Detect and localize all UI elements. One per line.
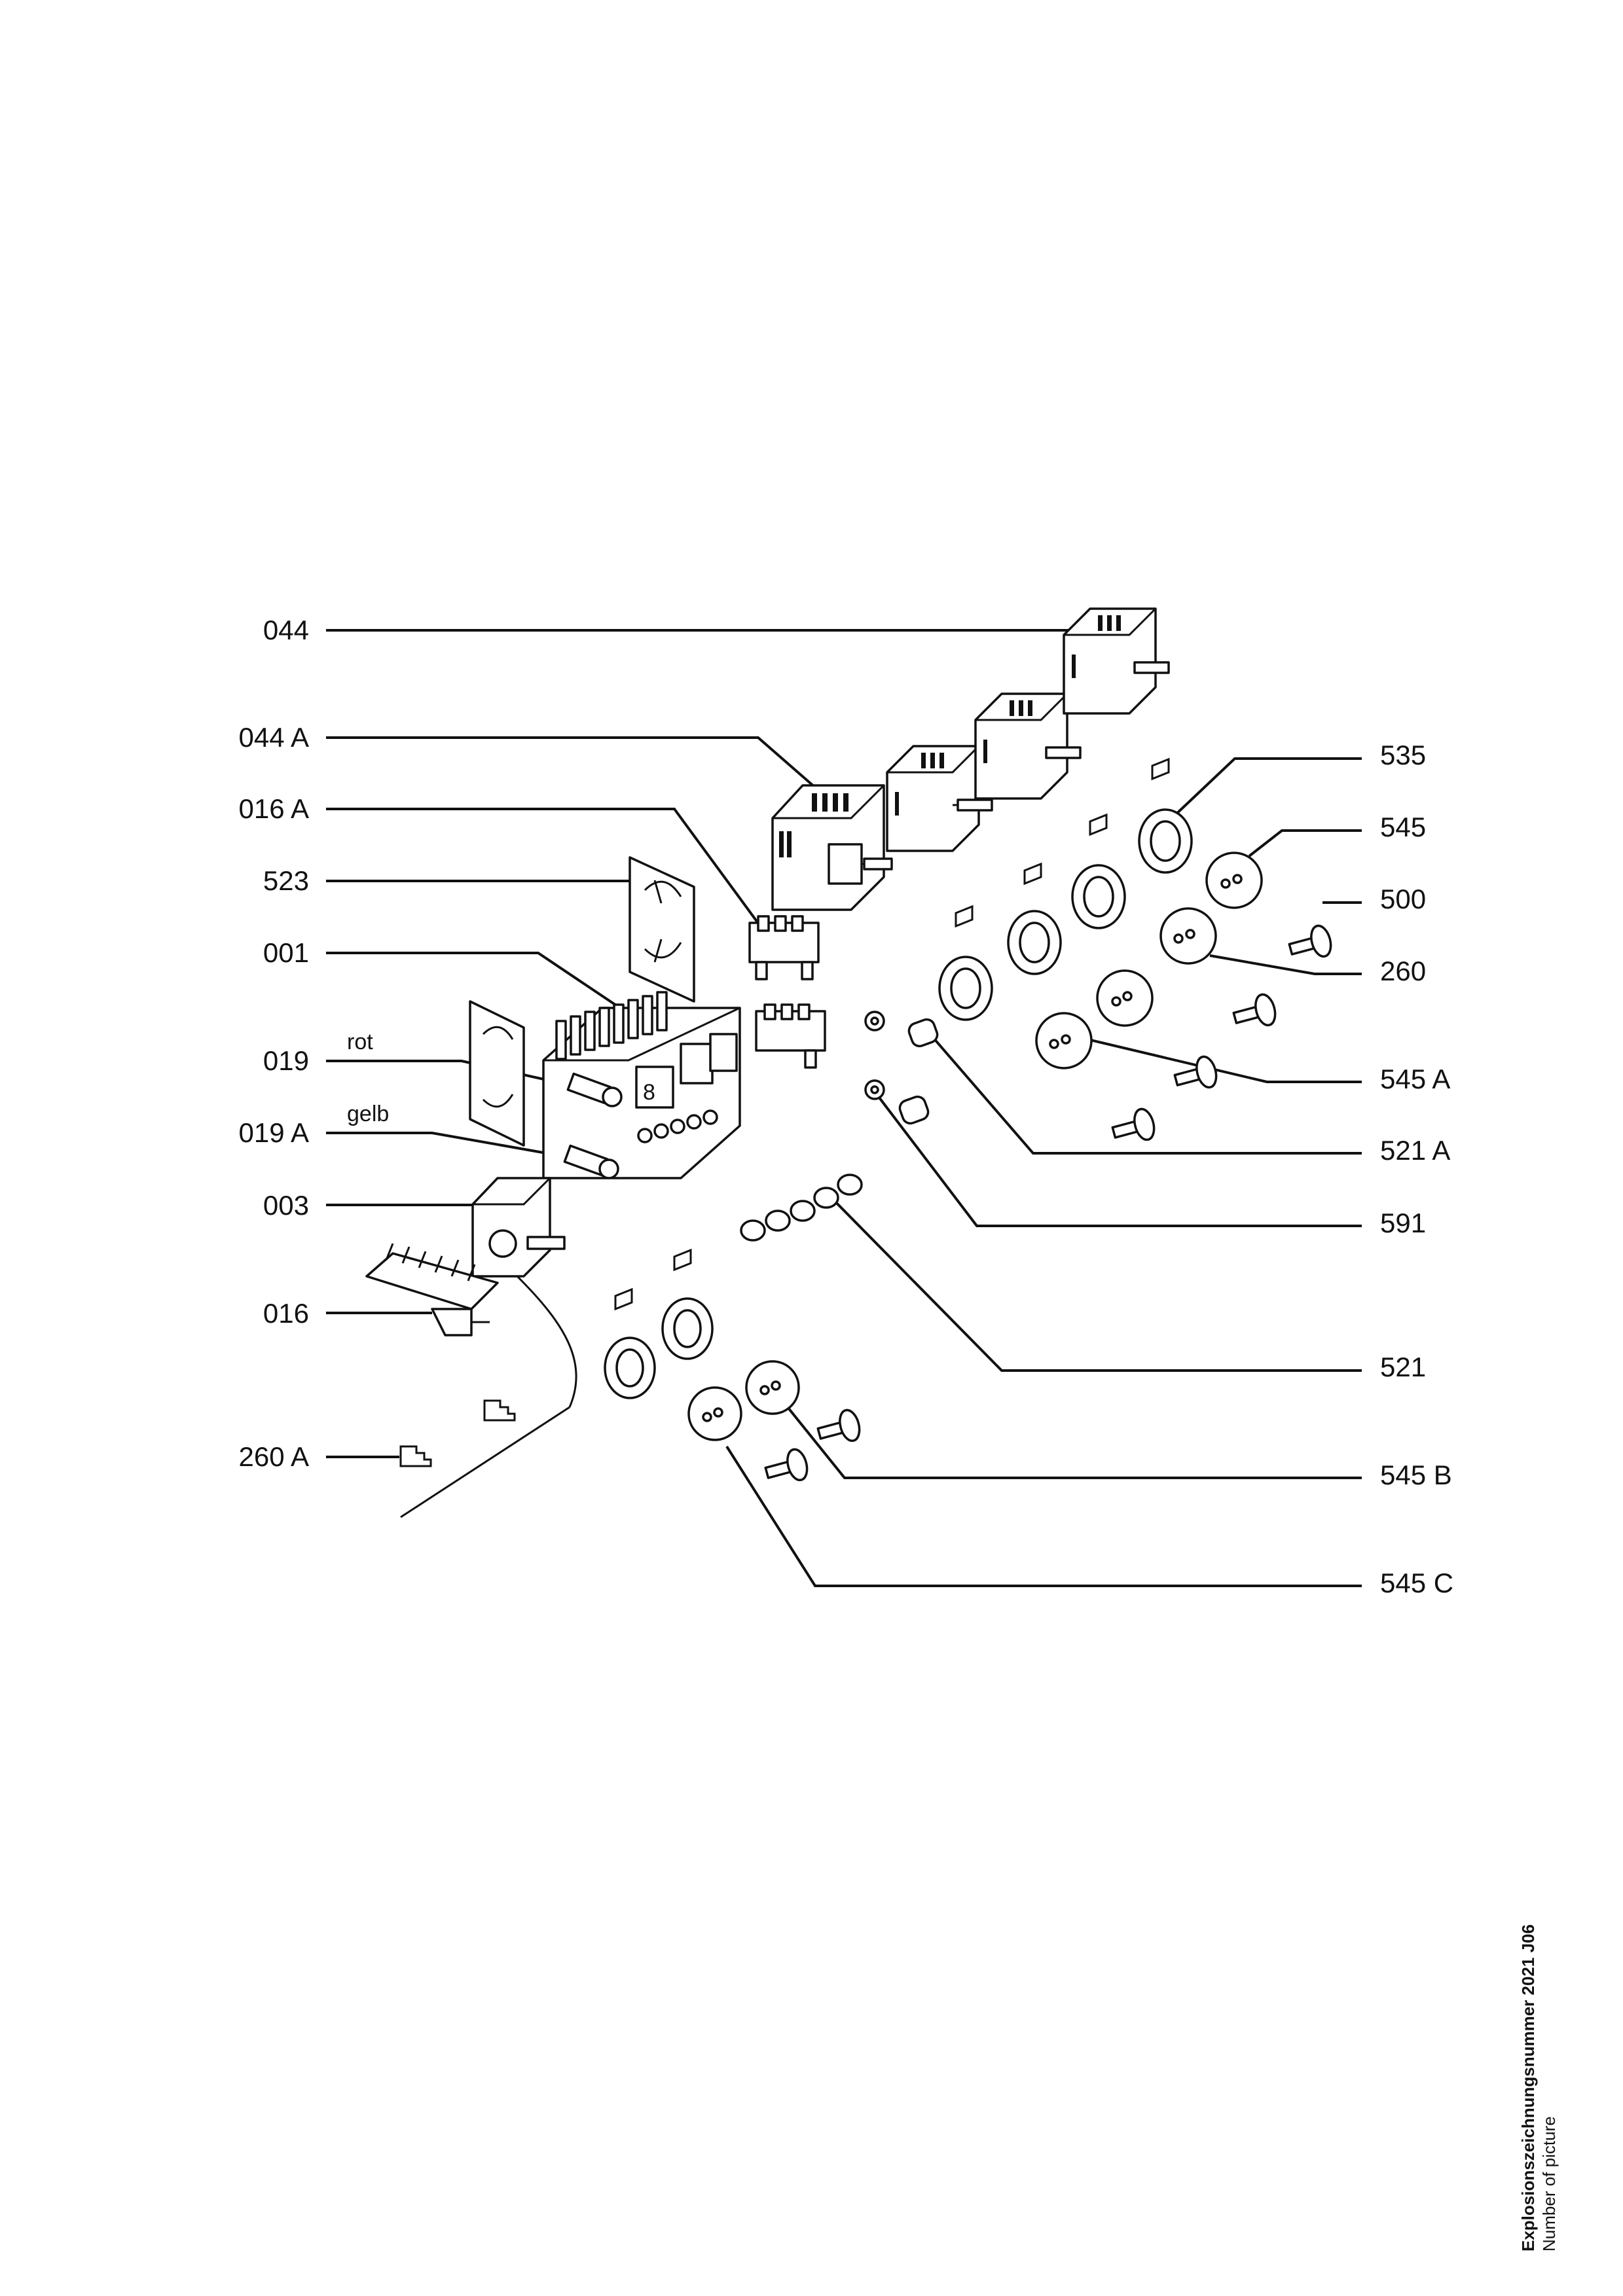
label-535: 535 — [1380, 740, 1426, 770]
label-rot: rot — [347, 1030, 373, 1054]
label-545a: 545 A — [1380, 1064, 1450, 1094]
part-001-clock-unit: 8 — [542, 991, 741, 1179]
label-044a: 044 A — [239, 722, 309, 753]
leader-521 — [824, 1190, 1362, 1372]
leader-545a — [1073, 1035, 1362, 1083]
label-016a: 016 A — [239, 793, 309, 824]
part-545-knob-faces-upper — [1035, 852, 1263, 1069]
leader-545c — [725, 1445, 1362, 1587]
label-001: 001 — [263, 937, 309, 968]
part-535-brackets-upper — [938, 757, 1193, 1021]
picture-number-title: Explosionszeichnungsnummer 2021 J06 — [1518, 1924, 1538, 2251]
part-044-regulators — [886, 607, 1170, 852]
part-521-buttons — [740, 1174, 863, 1242]
label-545b: 545 B — [1380, 1460, 1452, 1490]
part-044a-regulator — [771, 784, 893, 911]
leader-591 — [869, 1085, 1362, 1227]
label-260a: 260 A — [239, 1441, 309, 1472]
leader-545b — [781, 1399, 1362, 1479]
leader-001 — [326, 952, 631, 1016]
picture-number-footer: Explosionszeichnungsnummer 2021 J06 Numb… — [1518, 1924, 1559, 2251]
left-labels: 044 044 A 016 A 523 001 019 019 A 003 01… — [239, 615, 390, 1472]
label-016: 016 — [263, 1298, 309, 1329]
part-523-panel — [629, 856, 695, 1003]
part-500-knobs-lower — [764, 1408, 861, 1482]
part-591-washers — [864, 1011, 885, 1100]
label-591: 591 — [1380, 1208, 1426, 1238]
part-019-lamps — [563, 1072, 623, 1179]
leader-521a — [923, 1026, 1362, 1155]
leader-016a — [326, 808, 764, 931]
label-521: 521 — [1380, 1352, 1426, 1382]
part-535-brackets-lower — [604, 1248, 714, 1399]
label-545c: 545 C — [1380, 1568, 1453, 1598]
right-labels: 535 545 500 260 545 A 521 A 591 521 545 … — [1380, 740, 1453, 1598]
leader-019a — [326, 1132, 577, 1160]
label-523: 523 — [263, 865, 309, 896]
label-521a: 521 A — [1380, 1135, 1450, 1166]
leader-535 — [1172, 757, 1362, 818]
clock-ribs — [555, 991, 668, 1060]
part-500-knobs-upper — [1111, 924, 1332, 1141]
part-521a-caps — [898, 1018, 939, 1125]
part-016a-terminal-blocks — [748, 915, 826, 1069]
label-260: 260 — [1380, 956, 1426, 986]
leader-260 — [1209, 954, 1362, 975]
part-545b-545c-knob-faces — [687, 1360, 800, 1441]
part-260a-sensor-probe — [399, 1399, 570, 1518]
leader-545 — [1248, 829, 1362, 857]
label-500: 500 — [1380, 884, 1426, 914]
label-019: 019 — [263, 1045, 309, 1076]
leader-lines — [326, 629, 1362, 1587]
leader-044a — [326, 736, 837, 806]
label-545: 545 — [1380, 812, 1426, 842]
picture-number-subtitle: Number of picture — [1539, 2116, 1559, 2251]
svg-text:8: 8 — [643, 1080, 655, 1105]
part-left-panel — [469, 1000, 525, 1147]
label-003: 003 — [263, 1190, 309, 1221]
label-gelb: gelb — [347, 1102, 389, 1126]
label-044: 044 — [263, 615, 309, 645]
leader-019 — [326, 1060, 577, 1088]
label-019a: 019 A — [239, 1117, 309, 1148]
part-016-terminal-strip — [365, 1243, 499, 1336]
